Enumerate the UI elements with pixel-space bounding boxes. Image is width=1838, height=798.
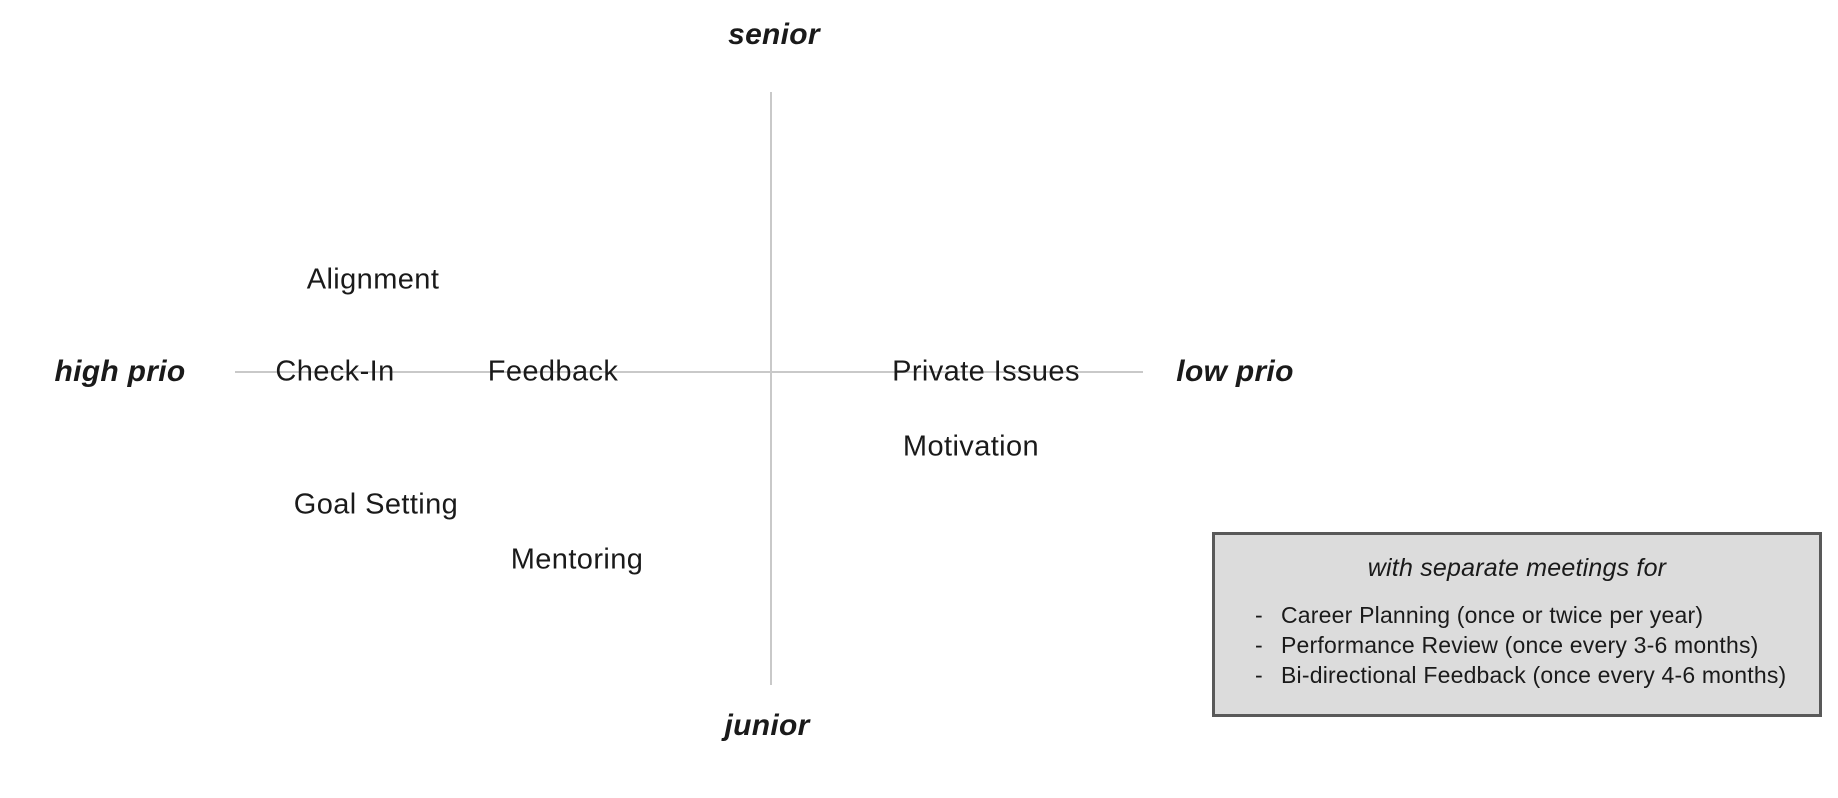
horizontal-axis-line: [235, 371, 1143, 373]
vertical-axis-line: [770, 92, 772, 685]
axis-label-high-prio: high prio: [54, 355, 186, 388]
bullet-dash: -: [1255, 662, 1263, 688]
node-goal-setting: Goal Setting: [293, 488, 459, 521]
bullet-dash: -: [1255, 602, 1263, 628]
axis-label-junior: junior: [724, 709, 810, 742]
note-bullet-career-planning: - Career Planning (once or twice per yea…: [1255, 600, 1809, 630]
note-bullet-bidirectional-feedback: - Bi-directional Feedback (once every 4-…: [1255, 660, 1809, 690]
node-mentoring: Mentoring: [510, 543, 644, 576]
node-check-in: Check-In: [275, 355, 395, 388]
bullet-dash: -: [1255, 632, 1263, 658]
node-feedback: Feedback: [487, 355, 619, 388]
node-alignment: Alignment: [306, 263, 440, 296]
axis-label-low-prio: low prio: [1176, 355, 1294, 388]
node-motivation: Motivation: [902, 430, 1040, 463]
node-private-issues: Private Issues: [892, 355, 1080, 388]
axis-label-senior: senior: [728, 18, 820, 51]
bullet-text: Career Planning (once or twice per year): [1281, 602, 1704, 628]
note-box-bullet-list: - Career Planning (once or twice per yea…: [1215, 600, 1819, 690]
note-bullet-performance-review: - Performance Review (once every 3-6 mon…: [1255, 630, 1809, 660]
bullet-text: Bi-directional Feedback (once every 4-6 …: [1281, 662, 1787, 688]
note-box-title: with separate meetings for: [1367, 554, 1667, 582]
separate-meetings-note-box: with separate meetings for - Career Plan…: [1212, 532, 1822, 717]
bullet-text: Performance Review (once every 3-6 month…: [1281, 632, 1759, 658]
